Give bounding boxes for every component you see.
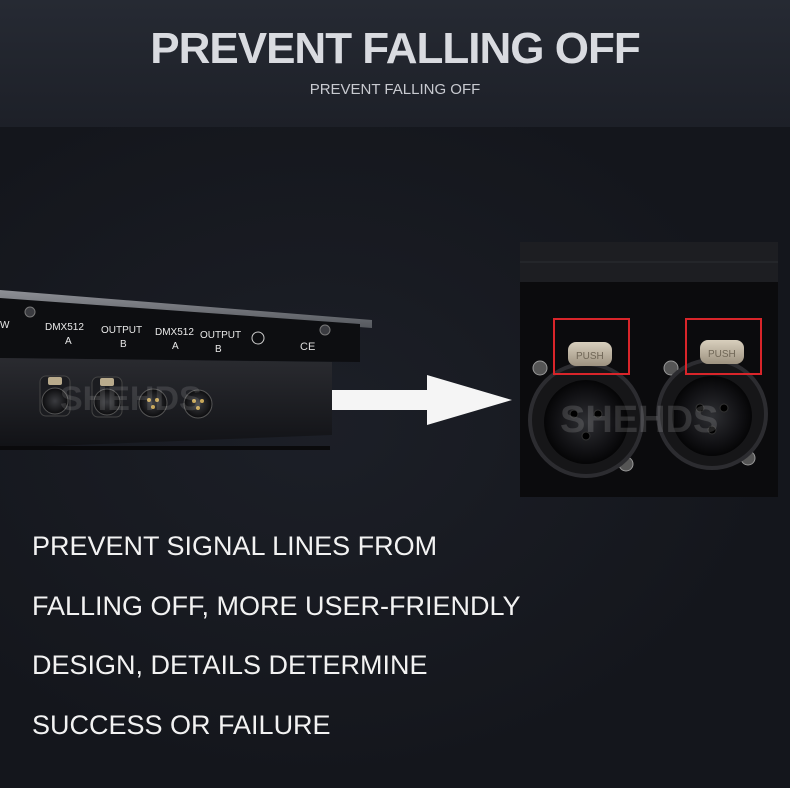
partial-label: W [0,320,10,331]
screw-icon [532,360,548,376]
compliance-icon [251,331,265,345]
description-line-4: SUCCESS OR FAILURE [32,710,331,740]
watermark-text: SHEHDS [560,399,718,441]
port-sublabel-a-2: A [172,341,179,352]
port-label-dmx512-2: DMX512 [155,327,194,338]
header-banner: PREVENT FALLING OFF PREVENT FALLING OFF [0,0,790,127]
description-line-2: FALLING OFF, MORE USER-FRIENDLY [32,591,521,621]
description-line-3: DESIGN, DETAILS DETERMINE [32,650,428,680]
label-panel [0,298,360,362]
arrow-right-icon [332,375,512,425]
port-sublabel-a-1: A [65,336,72,347]
latch-label: PUSH [708,349,736,360]
latch-release-button [568,342,612,366]
port-label-dmx512-1: DMX512 [45,322,84,333]
xlr-female-connector [91,376,123,418]
port-sublabel-b-1: B [120,339,127,350]
ce-mark-icon: CE [300,341,315,353]
page-subtitle: PREVENT FALLING OFF [309,81,481,98]
description-line-1: PREVENT SIGNAL LINES FROM [32,531,438,561]
port-sublabel-b-2: B [215,344,222,355]
highlight-box-right [685,318,762,375]
screw-icon [24,306,36,318]
xlr-female-connector [39,375,71,417]
xlr-male-connector [138,388,168,418]
page-title: PREVENT FALLING OFF [150,24,640,73]
screw-icon [663,360,679,376]
xlr-connector-zoom-left: PUSH [528,342,644,478]
latch-label: PUSH [576,351,604,362]
watermark-text: SHEHDS [60,380,202,418]
dmx-controller-rear-panel: W DMX512 A OUTPUT B DMX512 A OUTPUT B CE… [0,290,372,450]
latch-release-button [700,340,744,364]
connector-zoom-detail: PUSH PUSH SHEHDS [520,242,778,497]
xlr-connector-zoom-right: PUSH [656,340,768,470]
port-label-output-1: OUTPUT [101,325,142,336]
highlight-box-left [553,318,630,375]
screw-icon [319,324,331,336]
port-label-output-2: OUTPUT [200,330,241,341]
xlr-male-connector [183,389,213,419]
